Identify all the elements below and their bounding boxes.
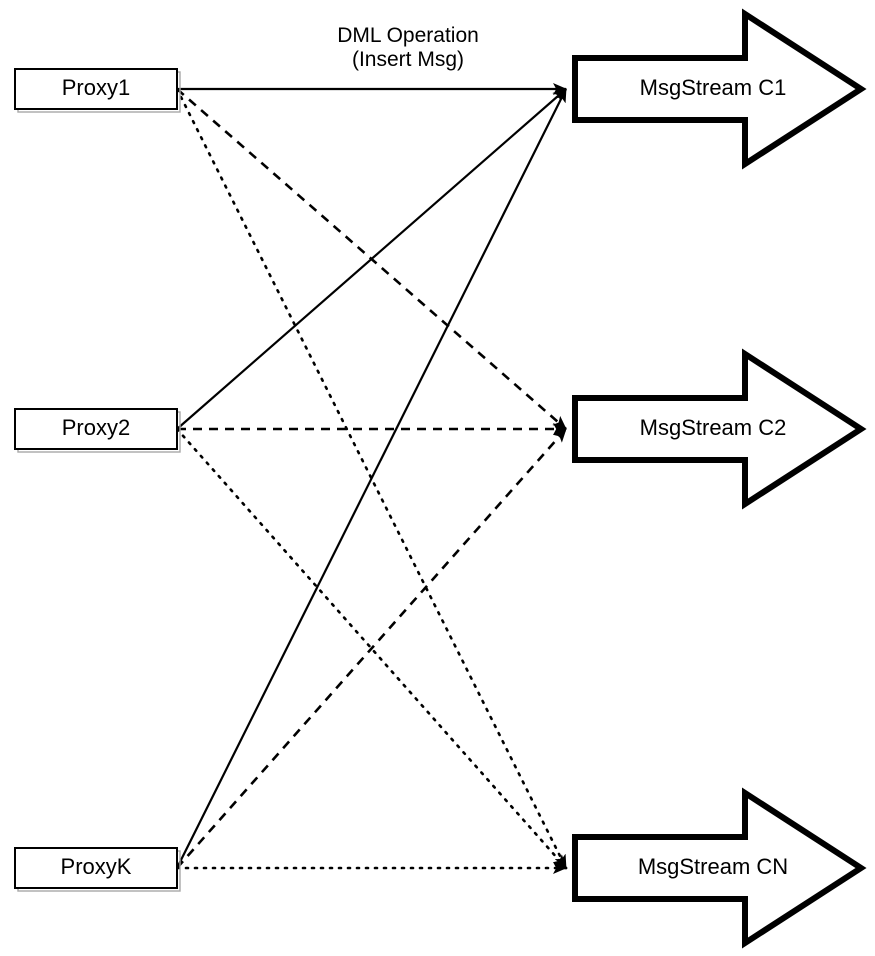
edge-label-line-2: (Insert Msg) (352, 48, 464, 71)
msgstream-node-c1[interactable]: MsgStream C1 (572, 8, 867, 170)
proxy2-box[interactable] (14, 408, 178, 450)
msgstream-cn-arrow-shape[interactable] (572, 787, 867, 949)
msgstream-node-cn[interactable]: MsgStream CN (572, 787, 867, 949)
edge-proxy2-to-msgstream-c1[interactable] (176, 88, 567, 430)
proxy-node-proxyk[interactable]: ProxyK (14, 847, 181, 892)
proxyk-label: ProxyK (61, 854, 132, 879)
proxy1-label: Proxy1 (62, 75, 130, 100)
msgstream-nodes: MsgStream C1 MsgStream C2 MsgStream CN (572, 8, 867, 949)
edge-proxy2-to-msgstream-cn[interactable] (175, 427, 568, 870)
proxy-nodes: Proxy1 Proxy2 ProxyK (14, 68, 181, 892)
msgstream-c1-arrow-shape[interactable] (572, 8, 867, 170)
proxy-node-proxy1[interactable]: Proxy1 (14, 68, 181, 113)
proxy-node-proxy2[interactable]: Proxy2 (14, 408, 181, 453)
msgstream-c1-label: MsgStream C1 (640, 75, 787, 100)
msgstream-cn-label: MsgStream CN (638, 854, 788, 879)
proxyk-box[interactable] (14, 847, 178, 889)
msgstream-c2-label: MsgStream C2 (640, 415, 787, 440)
edge-label-line-1: DML Operation (337, 24, 479, 47)
edge-label-dml-operation: DML Operation (Insert Msg) (337, 24, 479, 71)
edge-proxy1-to-msgstream-cn[interactable] (175, 87, 568, 870)
proxy1-box[interactable] (14, 68, 178, 110)
proxy2-label: Proxy2 (62, 415, 130, 440)
msgstream-c2-arrow-shape[interactable] (572, 348, 867, 510)
edge-proxyk-to-msgstream-c2[interactable] (176, 428, 567, 869)
connection-edges (175, 83, 568, 874)
msgstream-node-c2[interactable]: MsgStream C2 (572, 348, 867, 510)
edge-proxyk-to-msgstream-c1[interactable] (176, 88, 567, 869)
